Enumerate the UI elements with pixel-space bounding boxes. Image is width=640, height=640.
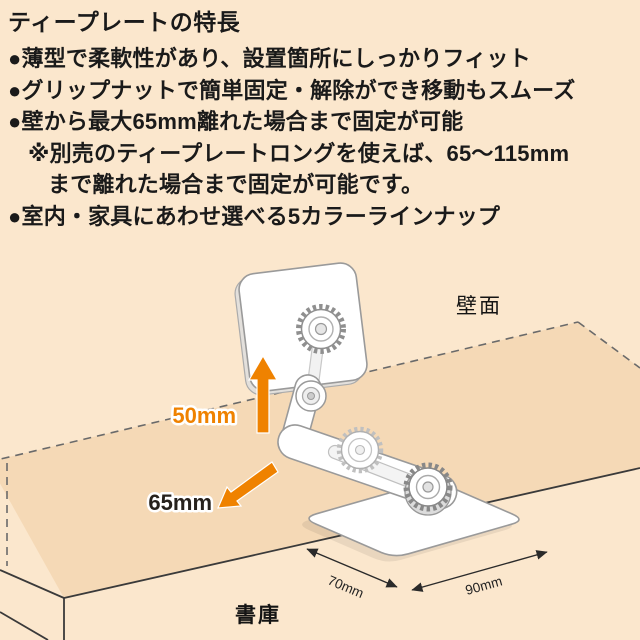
dim-line-70mm bbox=[306, 548, 398, 588]
arm-joint-washer bbox=[295, 380, 327, 412]
feature-text-block: ティープレートの特長 ●薄型で柔軟性があり、設置箇所にしっかりフィット ●グリッ… bbox=[8, 6, 640, 232]
plate-depth-label: 90mm bbox=[464, 573, 504, 597]
wall-label: 壁面 bbox=[456, 295, 502, 318]
wall-grip-nut-icon bbox=[296, 304, 346, 354]
feature-note-continued: まで離れた場合まで固定が可能です。 bbox=[48, 172, 424, 197]
feature-list: ●薄型で柔軟性があり、設置箇所にしっかりフィット ●グリップナットで簡単固定・解… bbox=[8, 43, 640, 232]
left-face-top-edge bbox=[0, 569, 65, 599]
page-title: ティープレートの特長 bbox=[8, 9, 241, 35]
base-plate bbox=[308, 481, 520, 557]
wall-distance-label: 65mm bbox=[148, 490, 212, 515]
ghost-grip-nut-icon bbox=[336, 426, 384, 474]
plate-width-label: 70mm bbox=[326, 573, 366, 601]
up-arrow bbox=[247, 354, 279, 434]
left-face-lower-edge bbox=[0, 611, 49, 640]
bookcase-label: 書庫 bbox=[235, 603, 281, 627]
hidden-edge-lines bbox=[0, 321, 640, 566]
base-grip-nut-icon bbox=[403, 462, 453, 516]
feature-item: ●グリップナットで簡単固定・解除ができ移動もスムーズ bbox=[8, 77, 576, 103]
feature-item: ●薄型で柔軟性があり、設置箇所にしっかりフィット bbox=[8, 46, 531, 71]
dim-line-90mm bbox=[411, 550, 548, 592]
feature-item: ●壁から最大65mm離れた場合まで固定が可能 bbox=[8, 109, 464, 134]
feature-item: ●室内・家具にあわせ選べる5カラーラインナップ bbox=[8, 203, 501, 229]
wall-back-edge-dashed bbox=[0, 321, 579, 460]
outward-arrow bbox=[217, 461, 279, 509]
height-adjust-label: 50mm bbox=[172, 403, 236, 428]
feature-note: ※別売のティープレートロングを使えば、65〜115mm bbox=[28, 140, 570, 166]
